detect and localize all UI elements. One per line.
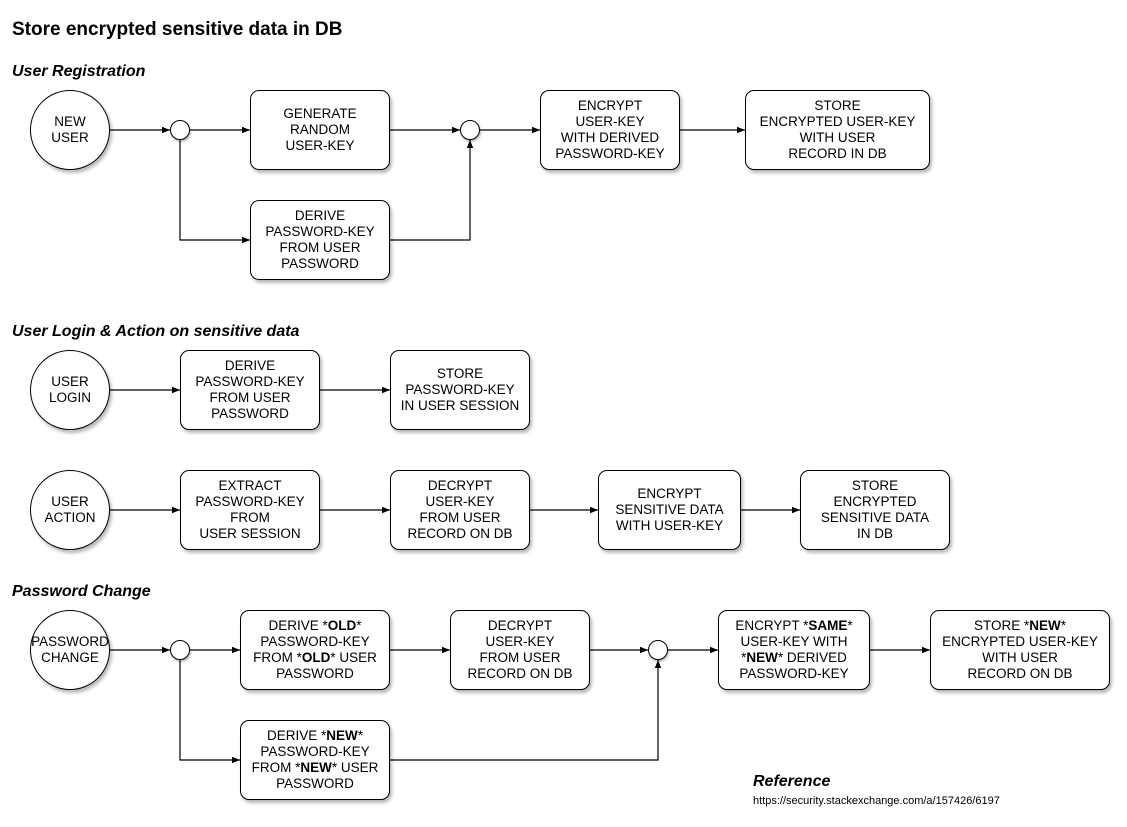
reference-link[interactable]: https://security.stackexchange.com/a/157… [753,795,1000,807]
diagram-title: Store encrypted sensitive data in DB [12,19,343,40]
node-encrypt-same-user-key: ENCRYPT *SAME* USER-KEY WITH *NEW* DERIV… [718,610,870,690]
node-derive-old-password-key: DERIVE *OLD* PASSWORD-KEY FROM *OLD* USE… [240,610,390,690]
arrow-derive-new-to-junction [390,660,662,761]
section-login: User Login & Action on sensitive data [12,323,300,340]
arrow-derive-to-junction [390,140,474,241]
junction-registration-merge [460,120,480,140]
arrow-junction-to-derive-new [179,660,240,764]
junction-password-change-merge [648,640,668,660]
reference-title: Reference [753,773,831,790]
node-derive-new-password-key: DERIVE *NEW* PASSWORD-KEY FROM *NEW* USE… [240,720,390,800]
junction-registration-split [170,120,190,140]
node-store-new-encrypted-user-key: STORE *NEW* ENCRYPTED USER-KEY WITH USER… [930,610,1110,690]
junction-password-change-split [170,640,190,660]
arrow-junction-to-derive [179,140,250,244]
section-registration: User Registration [12,63,146,80]
section-password-change: Password Change [12,583,151,600]
